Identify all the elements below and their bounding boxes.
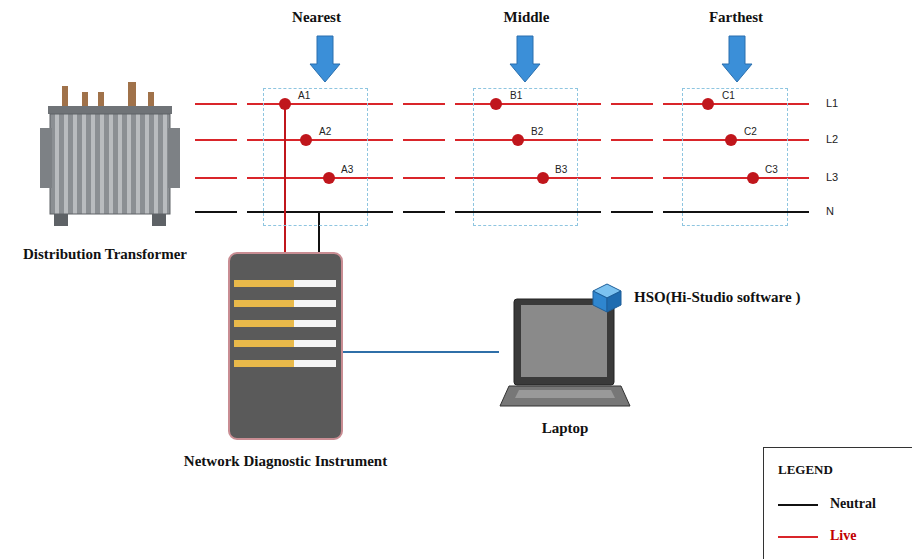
point-label: B1 (510, 90, 522, 101)
point-label: A3 (341, 164, 353, 175)
point-label: B3 (555, 164, 567, 175)
phase-label: N (826, 205, 834, 217)
group-heading: Farthest (709, 9, 763, 26)
node-label: HSO(Hi-Studio software ) (634, 289, 800, 306)
neutral-wire (318, 226, 320, 252)
phase-lines (195, 104, 815, 212)
group-heading: Nearest (292, 9, 341, 26)
live-wire (284, 226, 286, 252)
point-label: B2 (531, 126, 543, 137)
measure-points (279, 98, 759, 184)
transformer: Distribution Transformer (10, 78, 200, 268)
middle-group: Middle (473, 88, 578, 226)
legend-text: Neutral (830, 496, 876, 512)
phase-label: L1 (826, 97, 838, 109)
nearest-group: Nearest (263, 88, 368, 226)
legend-heading: LEGEND (778, 462, 833, 478)
farthest-group: Farthest (682, 88, 788, 226)
node-label: Network Diagnostic Instrument (184, 453, 387, 470)
software-label: HSO(Hi-Studio software ) (590, 282, 624, 314)
diagnostic-instrument: Network Diagnostic Instrument (228, 252, 343, 440)
solid-segments (268, 104, 784, 212)
point-label: C1 (722, 90, 735, 101)
phase-label: L2 (826, 133, 838, 145)
point-label: C2 (744, 126, 757, 137)
neutral-tap (318, 212, 320, 226)
node-label: Distribution Transformer (23, 246, 187, 263)
instrument-picture (228, 252, 343, 440)
phase-label: L3 (826, 171, 838, 183)
live-tap (284, 104, 286, 226)
data-cable (343, 351, 499, 353)
point-label: C3 (765, 164, 778, 175)
software-icon (590, 282, 624, 314)
pointer-arrows (310, 36, 752, 82)
legend-box (764, 448, 912, 559)
legend-neutral-sample (778, 504, 818, 506)
point-label: A1 (298, 90, 310, 101)
point-label: A2 (319, 126, 331, 137)
laptop-picture (499, 298, 631, 410)
group-heading: Middle (504, 9, 550, 26)
legend-text: Live (830, 528, 856, 544)
transformer-picture (10, 78, 200, 238)
laptop: Laptop (499, 298, 631, 410)
node-label: Laptop (542, 420, 589, 437)
legend-live-sample (778, 536, 818, 538)
